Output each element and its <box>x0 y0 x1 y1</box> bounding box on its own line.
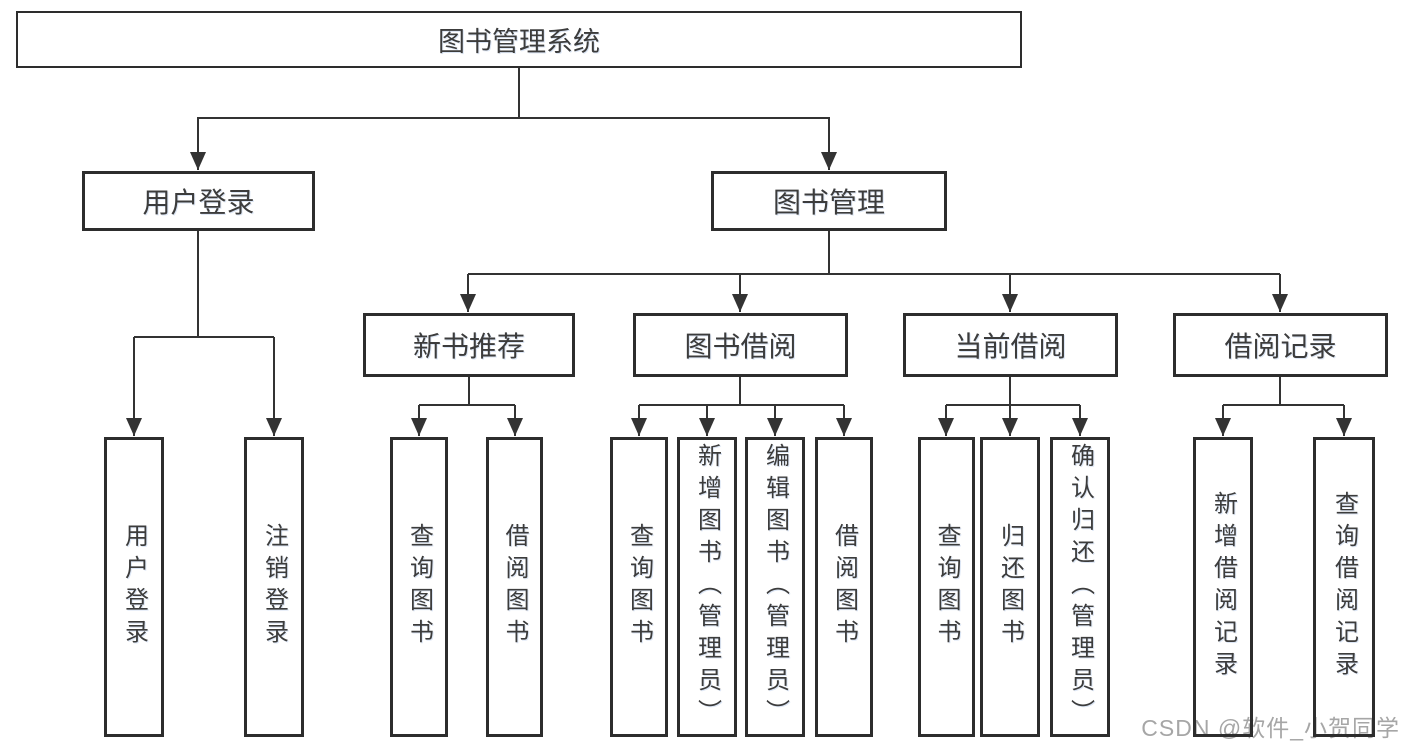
leaf-query-borrow-record: 查询借阅记录 <box>1313 437 1375 737</box>
leaf-borrow-books: 借阅图书 <box>815 437 873 737</box>
node-current-borrowing: 当前借阅 <box>903 313 1118 377</box>
leaf-query-books-borrowing: 查询图书 <box>610 437 668 737</box>
node-user-login: 用户登录 <box>82 171 315 231</box>
leaf-add-borrow-record: 新增借阅记录 <box>1193 437 1253 737</box>
leaf-borrow-books-recommend: 借阅图书 <box>486 437 543 737</box>
node-new-book-recommend: 新书推荐 <box>363 313 575 377</box>
leaf-edit-book-admin: 编辑图书（管理员） <box>745 437 805 737</box>
node-book-borrowing: 图书借阅 <box>633 313 848 377</box>
leaf-query-books-current: 查询图书 <box>918 437 975 737</box>
csdn-watermark: CSDN @软件_小贺同学 <box>1141 715 1400 741</box>
node-borrowing-records: 借阅记录 <box>1173 313 1388 377</box>
leaf-logout-login: 注销登录 <box>244 437 304 737</box>
leaf-confirm-return-admin: 确认归还（管理员） <box>1050 437 1110 737</box>
leaf-add-book-admin: 新增图书（管理员） <box>677 437 737 737</box>
leaf-query-books-recommend: 查询图书 <box>390 437 448 737</box>
node-library-management-system: 图书管理系统 <box>16 11 1022 68</box>
leaf-user-login: 用户登录 <box>104 437 164 737</box>
leaf-return-books: 归还图书 <box>980 437 1040 737</box>
node-book-management: 图书管理 <box>711 171 947 231</box>
